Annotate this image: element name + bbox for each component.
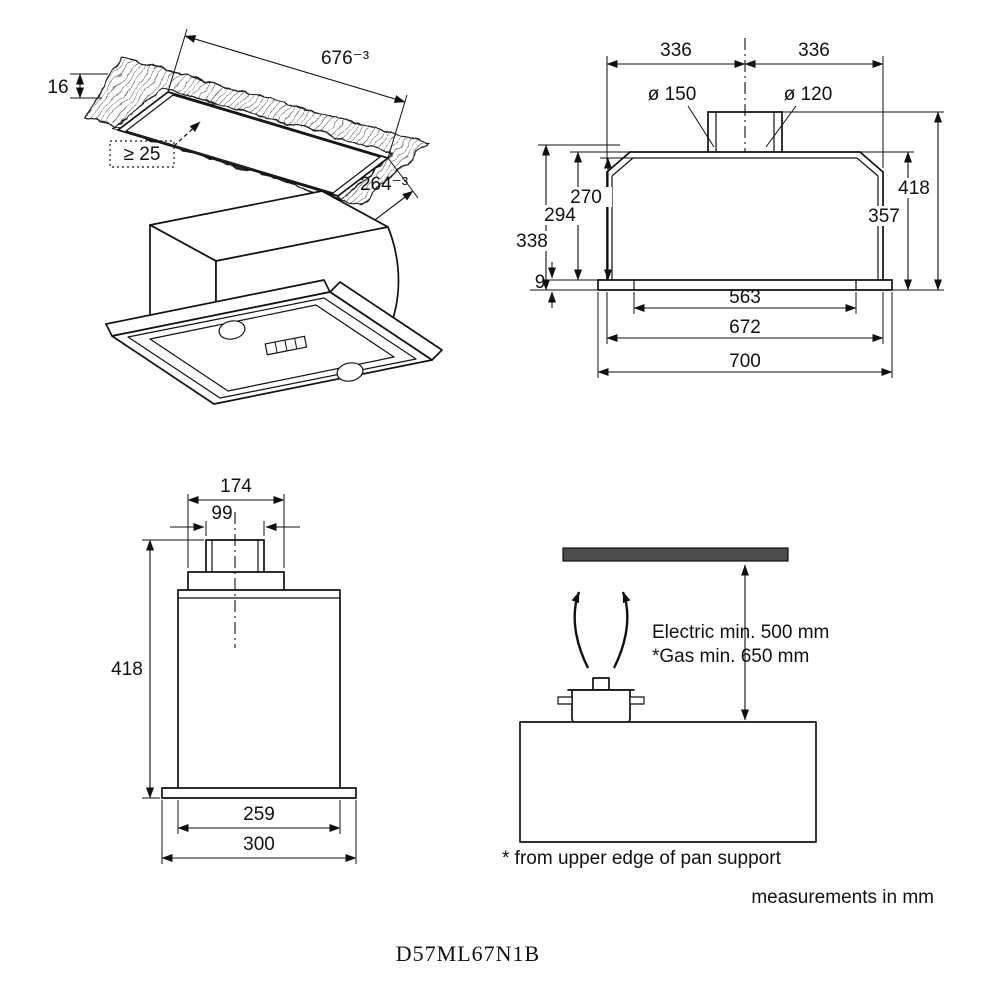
dim-label-418: 418 xyxy=(898,178,930,199)
pot-lid-knob xyxy=(592,677,610,691)
dimension-top-width-174: 174 xyxy=(187,476,285,568)
dim-label-336-left: 336 xyxy=(660,40,692,61)
dim-label-563: 563 xyxy=(729,287,761,308)
dimension-right-heights: 418 357 xyxy=(782,111,944,291)
dim-label-672: 672 xyxy=(729,317,761,338)
front-elevation-view: ø 150 ø 120 336 336 270 xyxy=(506,38,944,378)
steam-arrow-left xyxy=(571,591,590,669)
side-body-outline xyxy=(161,539,357,799)
dim-label-700: 700 xyxy=(729,351,761,372)
min-clearance-note: ≥ 25 xyxy=(109,121,201,168)
installation-clearance-view: Electric min. 500 mm *Gas min. 650 mm * … xyxy=(502,547,934,908)
pan-support-footnote: * from upper edge of pan support xyxy=(502,848,782,869)
units-note: measurements in mm xyxy=(751,887,934,908)
dim-label-676: 676⁻³ xyxy=(321,48,369,69)
dim-label-259: 259 xyxy=(243,804,275,825)
dim-label-270: 270 xyxy=(570,187,602,208)
dim-label-336-right: 336 xyxy=(798,40,830,61)
dimension-depth-300: 300 xyxy=(161,800,357,864)
pot-handle-right xyxy=(629,696,645,705)
dim-label-9: 9 xyxy=(535,272,546,293)
hob-counter xyxy=(519,721,817,843)
dim-label-min25: ≥ 25 xyxy=(124,144,161,165)
dim-label-357: 357 xyxy=(868,206,900,227)
duct-diameter-labels: ø 150 ø 120 xyxy=(648,84,833,148)
dimension-collar-width-99: 99 xyxy=(170,503,300,536)
duct-collar xyxy=(707,111,783,153)
lamp-left xyxy=(218,320,246,340)
hood-isometric-view xyxy=(105,190,443,405)
dimension-height-418: 418 xyxy=(111,539,204,799)
dim-label-16: 16 xyxy=(47,77,68,98)
cutout-inner-edge xyxy=(125,94,381,194)
cooking-pot xyxy=(557,591,645,725)
hood-body-outline xyxy=(597,151,893,291)
dim-label-99: 99 xyxy=(211,503,232,524)
hood-underside-panel xyxy=(562,547,789,562)
gas-clearance-label: *Gas min. 650 mm xyxy=(652,646,809,667)
dimension-bottom-widths: 563 672 700 xyxy=(597,287,893,378)
dimension-top-halves: 336 336 xyxy=(606,40,884,168)
lamp-right xyxy=(336,362,364,382)
pot-body xyxy=(571,689,631,725)
torn-ceiling-band xyxy=(84,57,430,207)
electric-clearance-label: Electric min. 500 mm xyxy=(652,622,829,643)
steam-arrow-right xyxy=(612,591,631,669)
pot-handle-left xyxy=(557,696,573,705)
dimension-depth-259: 259 xyxy=(177,800,341,834)
dim-label-418-side: 418 xyxy=(111,659,143,680)
ceiling-cutout-view: 16 676⁻³ 264⁻³ ≥ 25 xyxy=(47,28,430,237)
dim-label-338: 338 xyxy=(516,231,548,252)
dimension-left-heights: 270 294 338 9 xyxy=(506,144,633,308)
dim-label-300: 300 xyxy=(243,834,275,855)
dim-label-294: 294 xyxy=(544,205,576,226)
dim-label-d120: ø 120 xyxy=(784,84,833,105)
dim-label-174: 174 xyxy=(220,476,252,497)
dimension-panel-thickness: 16 xyxy=(47,73,108,99)
dim-label-d150: ø 150 xyxy=(648,84,697,105)
model-number: D57ML67N1B xyxy=(396,941,540,966)
control-switch-panel xyxy=(264,335,308,356)
side-elevation-view: 174 99 418 259 300 xyxy=(111,476,357,864)
dimension-cutout-length: 676⁻³ xyxy=(167,28,408,159)
dim-label-264: 264⁻³ xyxy=(360,174,408,195)
